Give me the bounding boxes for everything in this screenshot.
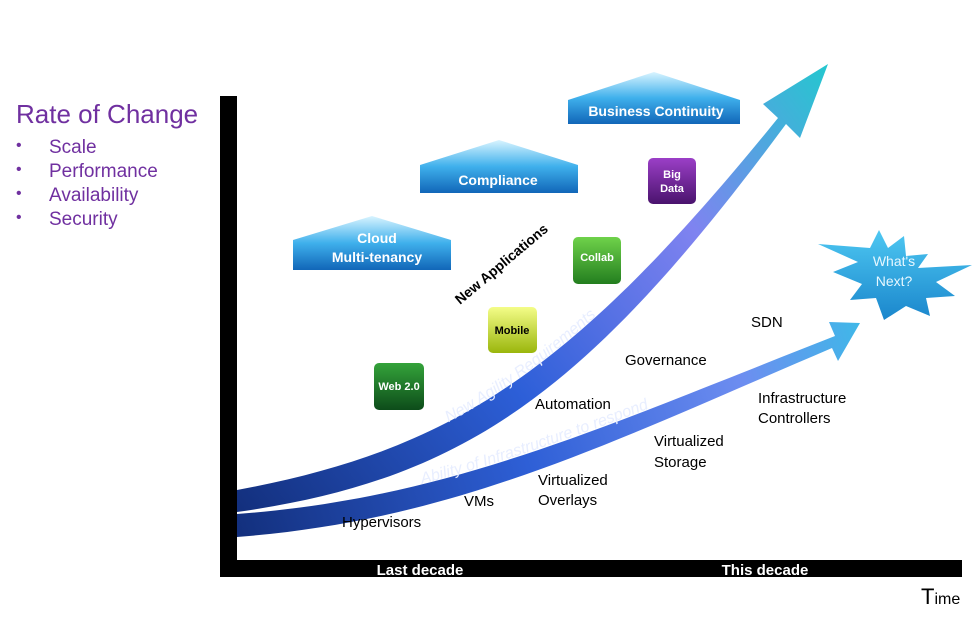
label-infrastructure-controllers-line-1: Infrastructure (758, 390, 846, 407)
whats-next-line-2: Next? (876, 273, 913, 289)
label-virtualized-overlays-line-1: Virtualized (538, 472, 608, 489)
house-cloud-line-1: Cloud (357, 230, 397, 246)
this-decade-label: This decade (722, 562, 809, 579)
time-label-first-letter: T (921, 584, 935, 609)
box-collab-label: Collab (580, 252, 614, 264)
house-cloud-line-2: Multi-tenancy (332, 249, 422, 265)
x-axis (220, 560, 962, 577)
box-big-data: Big Data (648, 158, 696, 204)
new-agility-arrow (237, 64, 828, 512)
rate-item-performance: Performance (16, 161, 158, 185)
rate-item-scale: Scale (16, 137, 158, 161)
label-virtualized-overlays-line-2: Overlays (538, 492, 597, 509)
last-decade-label: Last decade (377, 562, 464, 579)
house-cloud-multi-tenancy: Cloud Multi-tenancy (293, 216, 451, 270)
label-automation: Automation (535, 396, 611, 413)
label-vms: VMs (464, 493, 494, 510)
label-virtualized-storage-line-2: Storage (654, 454, 707, 471)
whats-next-line-1: What's (873, 253, 915, 269)
box-mobile-label: Mobile (495, 325, 530, 337)
house-compliance-label: Compliance (458, 172, 538, 188)
rate-of-change-title: Rate of Change (16, 99, 199, 129)
infrastructure-arrow (237, 322, 860, 537)
y-axis (220, 96, 237, 577)
rate-item-security: Security (16, 209, 158, 233)
box-collab: Collab (573, 237, 621, 284)
box-mobile: Mobile (488, 307, 537, 353)
box-big-data-line-1: Big (663, 169, 681, 181)
box-web-2-0-label: Web 2.0 (378, 381, 419, 393)
time-axis-label: Time (921, 584, 960, 610)
box-web-2-0: Web 2.0 (374, 363, 424, 410)
rate-of-change-list: Scale Performance Availability Security (16, 137, 158, 233)
label-hypervisors: Hypervisors (342, 514, 421, 531)
whats-next-burst: What's Next? (818, 230, 972, 320)
time-label-rest: ime (934, 591, 961, 608)
box-big-data-line-2: Data (660, 183, 685, 195)
house-compliance: Compliance (420, 140, 578, 193)
new-applications-label: New Applications (452, 220, 551, 307)
rate-item-availability: Availability (16, 185, 158, 209)
house-business-continuity: Business Continuity (568, 72, 740, 124)
house-business-continuity-label: Business Continuity (588, 103, 724, 119)
label-virtualized-storage-line-1: Virtualized (654, 433, 724, 450)
label-infrastructure-controllers-line-2: Controllers (758, 410, 831, 427)
label-governance: Governance (625, 352, 707, 369)
label-sdn: SDN (751, 314, 783, 331)
